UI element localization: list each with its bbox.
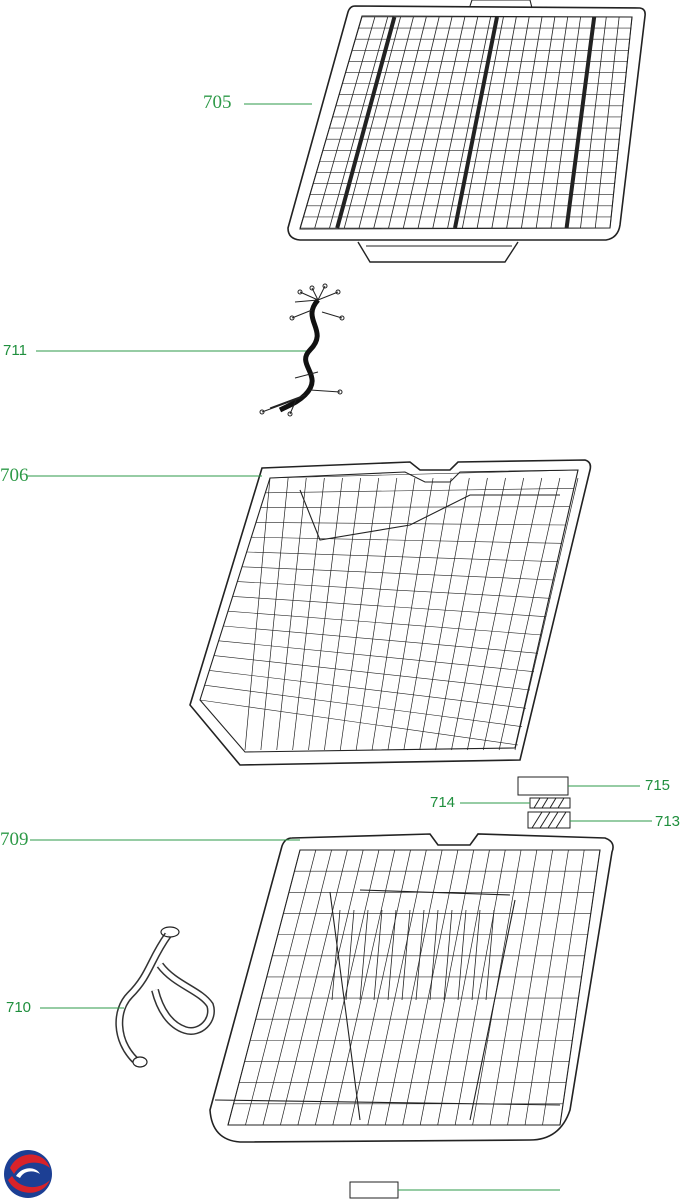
leader-lines [28,103,652,1191]
lower-basket-icon [209,833,614,1143]
part-label-713: 713 [655,813,681,830]
upper-basket-icon [189,459,592,766]
wire-harness-icon [259,283,345,417]
part-label-706: 706 [0,465,29,486]
pad-713-icon [527,811,571,829]
part-label-715: 715 [645,777,671,794]
pad-714-icon [529,797,571,809]
water-hose-icon [115,926,215,1068]
part-label-709: 709 [0,829,29,850]
bottom-part-icon [349,1181,399,1199]
pad-715-icon [517,776,569,796]
cutlery-tray-icon [287,0,646,263]
part-label-710: 710 [6,999,32,1016]
part-label-705: 705 [203,92,232,113]
brand-logo-icon [4,1150,52,1198]
part-label-711: 711 [3,342,27,359]
part-label-714: 714 [430,794,456,811]
